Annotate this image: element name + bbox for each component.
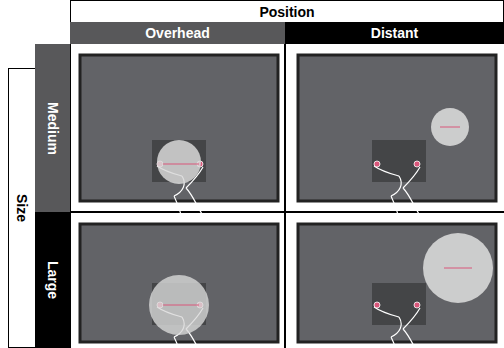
row-group-header: Size: [8, 68, 36, 348]
header-text: Distant: [371, 26, 418, 40]
target-line: [440, 127, 460, 128]
target-line: [163, 305, 199, 306]
screen: [298, 224, 496, 342]
grid-line: [70, 211, 504, 213]
target-circle: [423, 233, 493, 303]
header-text: Position: [259, 5, 314, 19]
target-line: [444, 268, 472, 269]
row-header: Medium: [35, 44, 70, 212]
screen: [80, 55, 278, 201]
target-line: [163, 164, 199, 165]
column-group-header: Position: [70, 0, 504, 23]
column-header: Overhead: [70, 22, 285, 44]
target-circle: [149, 275, 209, 335]
column-header: Distant: [285, 22, 504, 44]
screen: [298, 55, 496, 201]
target-circle: [431, 108, 469, 146]
target-circle: [157, 140, 201, 184]
header-text: Large: [46, 261, 60, 299]
hand: [374, 302, 420, 348]
grid-line: [284, 44, 286, 348]
hand: [374, 161, 420, 218]
row-header: Large: [35, 212, 70, 348]
screen: [80, 224, 278, 342]
header-text: Overhead: [145, 26, 210, 40]
header-text: Size: [15, 194, 29, 222]
header-text: Medium: [46, 102, 60, 155]
